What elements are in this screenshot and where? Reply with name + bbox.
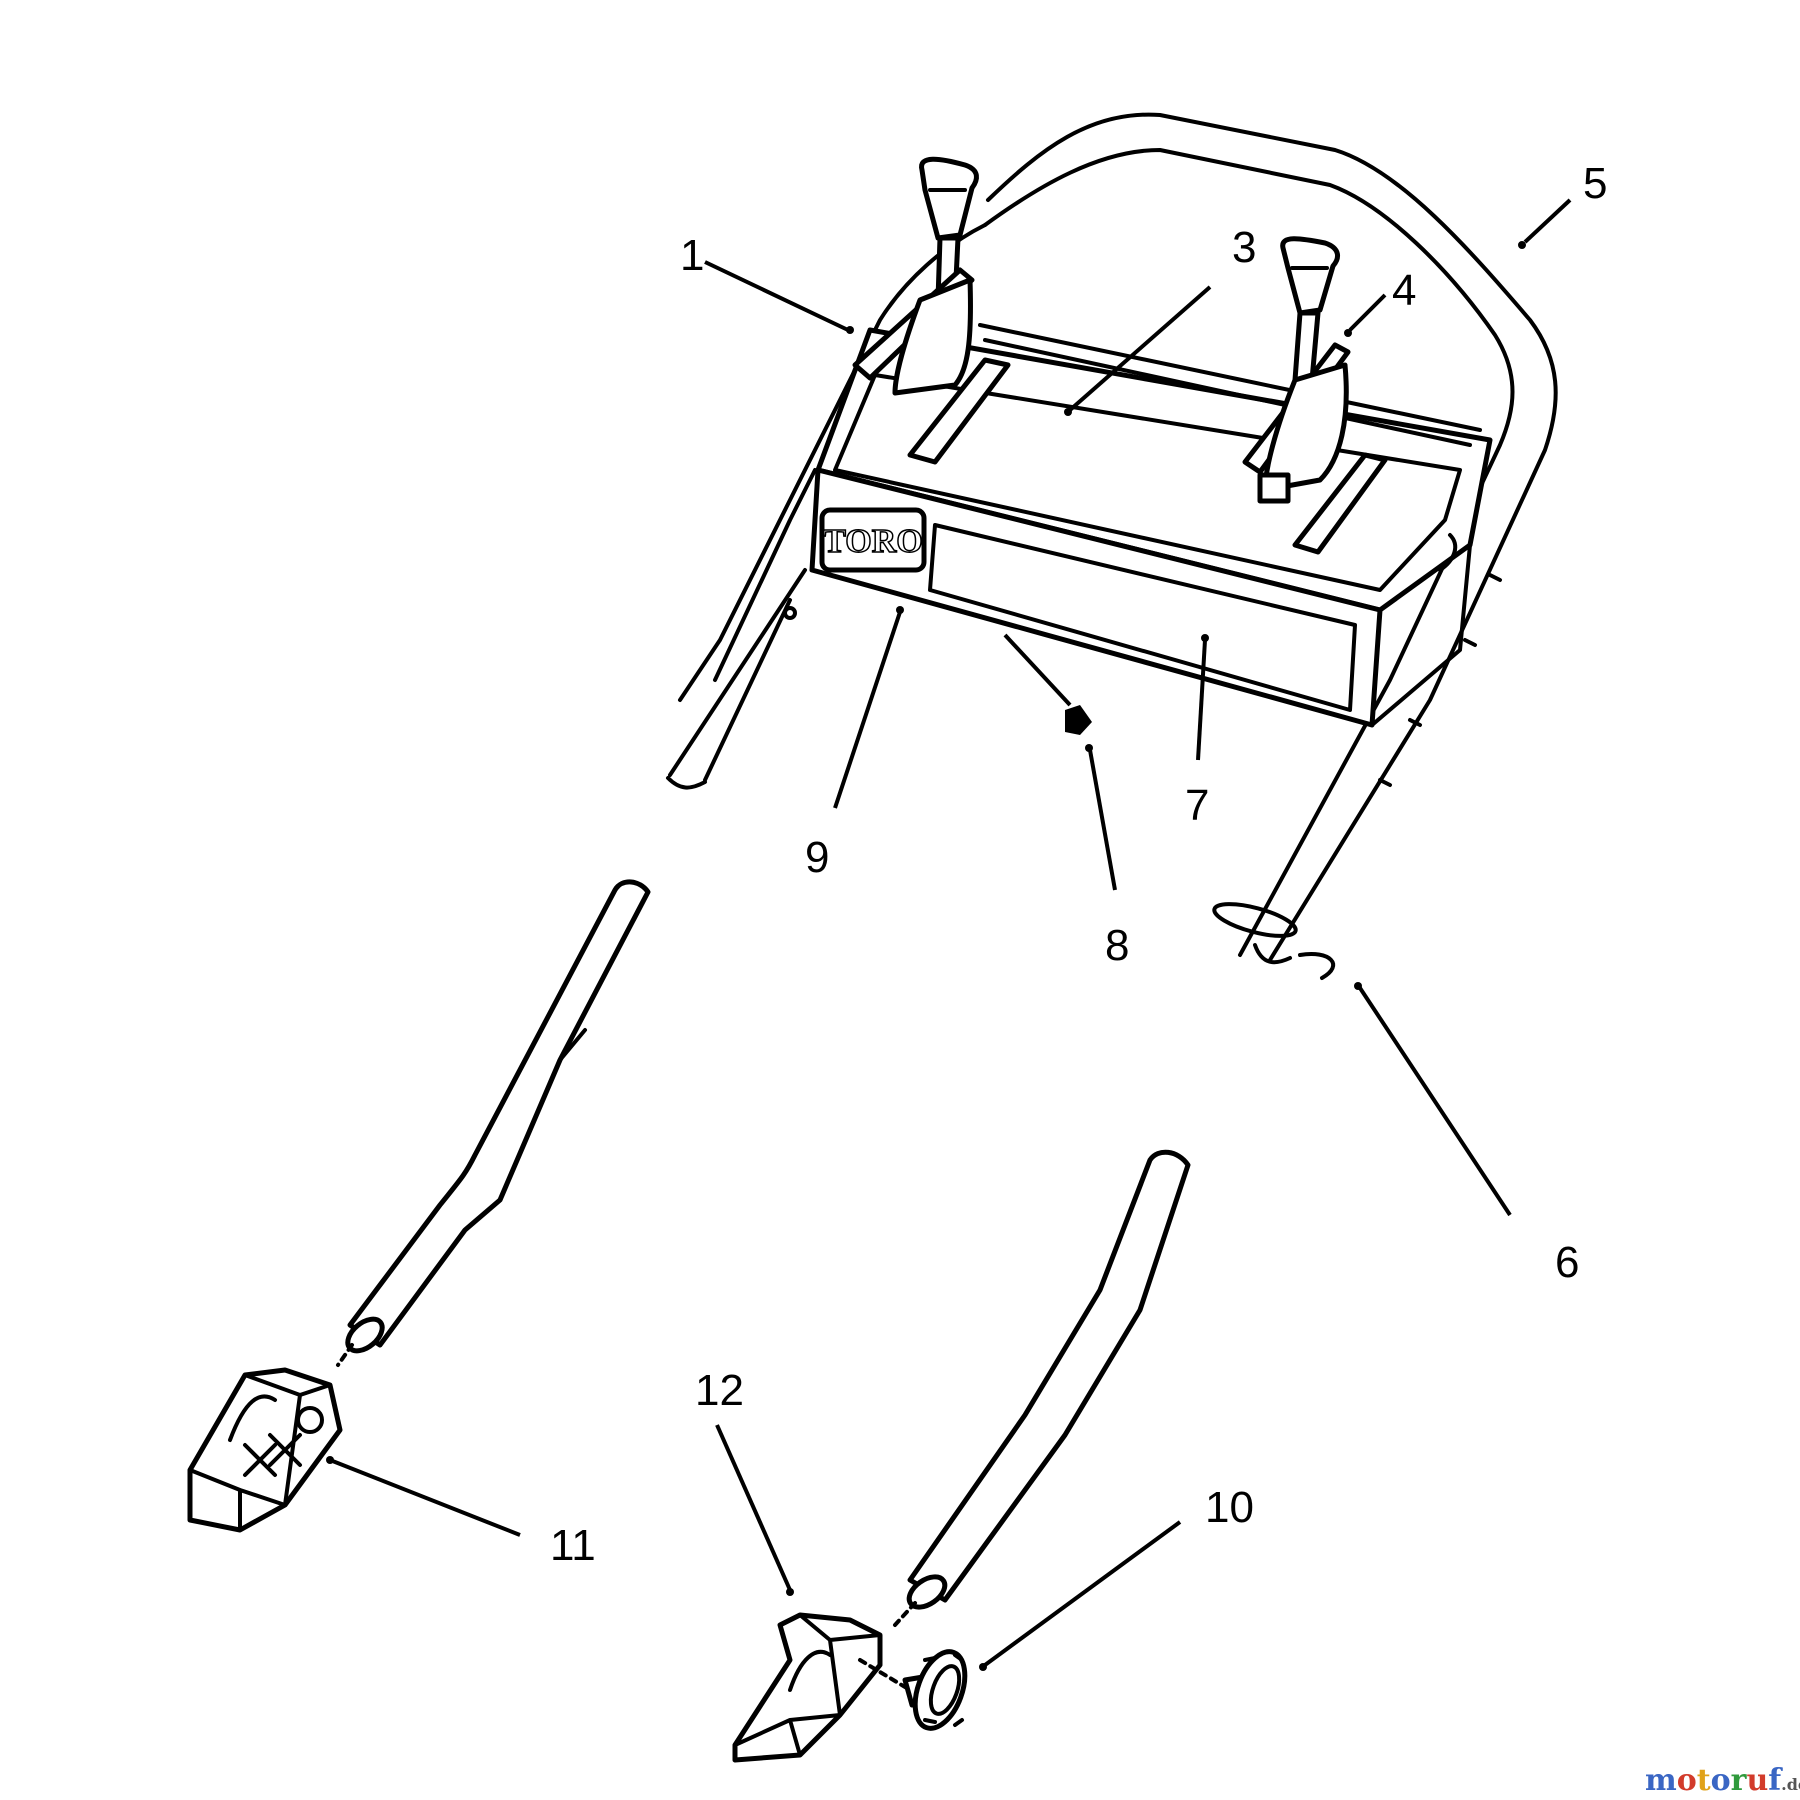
callout-4: 4 bbox=[1392, 266, 1416, 315]
upper-handle bbox=[666, 112, 1558, 965]
callout-11: 11 bbox=[550, 1521, 596, 1570]
knob bbox=[902, 1649, 968, 1731]
watermark-letter: o bbox=[1711, 1763, 1731, 1798]
watermark-letter: f bbox=[1768, 1763, 1783, 1798]
watermark-letter: o bbox=[1677, 1763, 1697, 1798]
watermark-suffix: .de bbox=[1781, 1775, 1800, 1794]
callout-8: 8 bbox=[1105, 921, 1129, 970]
lever-left bbox=[852, 156, 979, 396]
brand-label: TORO bbox=[823, 523, 923, 560]
watermark: motoruf.de bbox=[1645, 1763, 1800, 1798]
callout-5: 5 bbox=[1583, 159, 1607, 208]
callout-12: 12 bbox=[695, 1366, 744, 1415]
watermark-letter: m bbox=[1645, 1763, 1677, 1798]
callout-6: 6 bbox=[1555, 1238, 1579, 1287]
lever-right bbox=[1242, 236, 1351, 504]
brand-badge bbox=[819, 507, 927, 573]
watermark-letter: r bbox=[1731, 1763, 1748, 1798]
callout-3: 3 bbox=[1232, 223, 1256, 272]
watermark-letter: t bbox=[1697, 1763, 1711, 1798]
watermark-letter: u bbox=[1746, 1763, 1768, 1798]
control-panel: TORO bbox=[809, 323, 1493, 728]
callout-9: 9 bbox=[805, 833, 829, 882]
callout-1: 1 bbox=[680, 231, 704, 280]
leader-lines bbox=[326, 198, 1572, 1671]
callout-10: 10 bbox=[1205, 1483, 1254, 1532]
lower-handle-right bbox=[893, 1149, 1191, 1627]
screw bbox=[1065, 705, 1092, 735]
bracket-left bbox=[187, 1367, 343, 1533]
bracket-right bbox=[732, 1612, 912, 1763]
lower-handle-left bbox=[336, 879, 651, 1367]
callout-7: 7 bbox=[1185, 781, 1209, 830]
callout-labels: 1 3 4 5 7 9 8 6 11 12 10 bbox=[550, 159, 1607, 1570]
clip bbox=[1212, 902, 1336, 980]
